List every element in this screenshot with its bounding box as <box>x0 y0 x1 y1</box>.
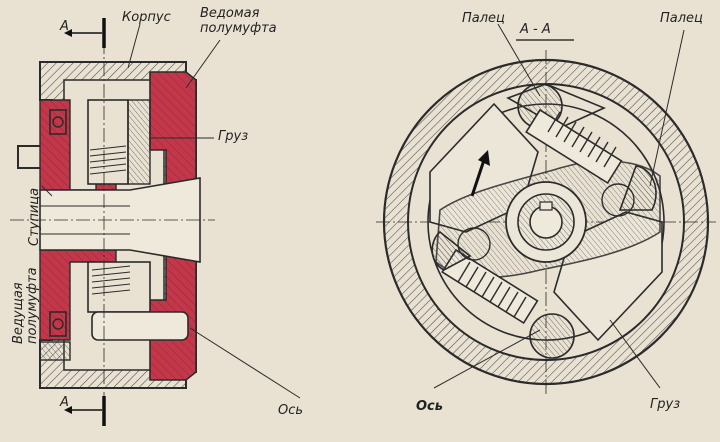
bearing-upper <box>49 109 67 135</box>
label-driving-half: Ведущая <box>11 282 26 344</box>
driven-half-coupling <box>149 71 197 381</box>
label-weight-left: Груз <box>218 129 248 144</box>
label-pin-left: Палец <box>462 11 505 26</box>
cross-section-aa: А - А Палец Палец Ось Груз <box>376 11 716 414</box>
pin-lower <box>431 230 575 359</box>
label-axis-right: Ось <box>416 399 443 414</box>
longitudinal-section: А А Корпус Ведомая полумуфта Груз Ступиц… <box>10 6 303 426</box>
rotation-arrow <box>470 150 490 197</box>
aux-circle-lower <box>457 227 491 261</box>
label-pin-right: Палец <box>660 11 703 26</box>
section-mark-bottom: А <box>59 395 69 410</box>
handle <box>17 145 40 169</box>
pin-upper <box>506 83 657 211</box>
label-hub: Ступица <box>27 188 42 246</box>
label-section-aa: А - А <box>519 22 551 37</box>
aux-circle-upper <box>601 183 635 217</box>
fitting <box>39 341 71 361</box>
label-weight-right: Груз <box>650 397 680 412</box>
weight-upper <box>87 99 129 185</box>
label-driven-half: Ведомая <box>200 6 260 21</box>
bearing-lower <box>49 311 67 337</box>
label-driven-half-2: полумуфта <box>200 21 277 36</box>
label-driving-half-2: полумуфта <box>25 267 40 344</box>
label-axis-left: Ось <box>278 403 303 418</box>
axis-pin-lower <box>91 311 189 341</box>
section-mark-top: А <box>59 19 69 34</box>
label-housing: Корпус <box>122 10 171 25</box>
